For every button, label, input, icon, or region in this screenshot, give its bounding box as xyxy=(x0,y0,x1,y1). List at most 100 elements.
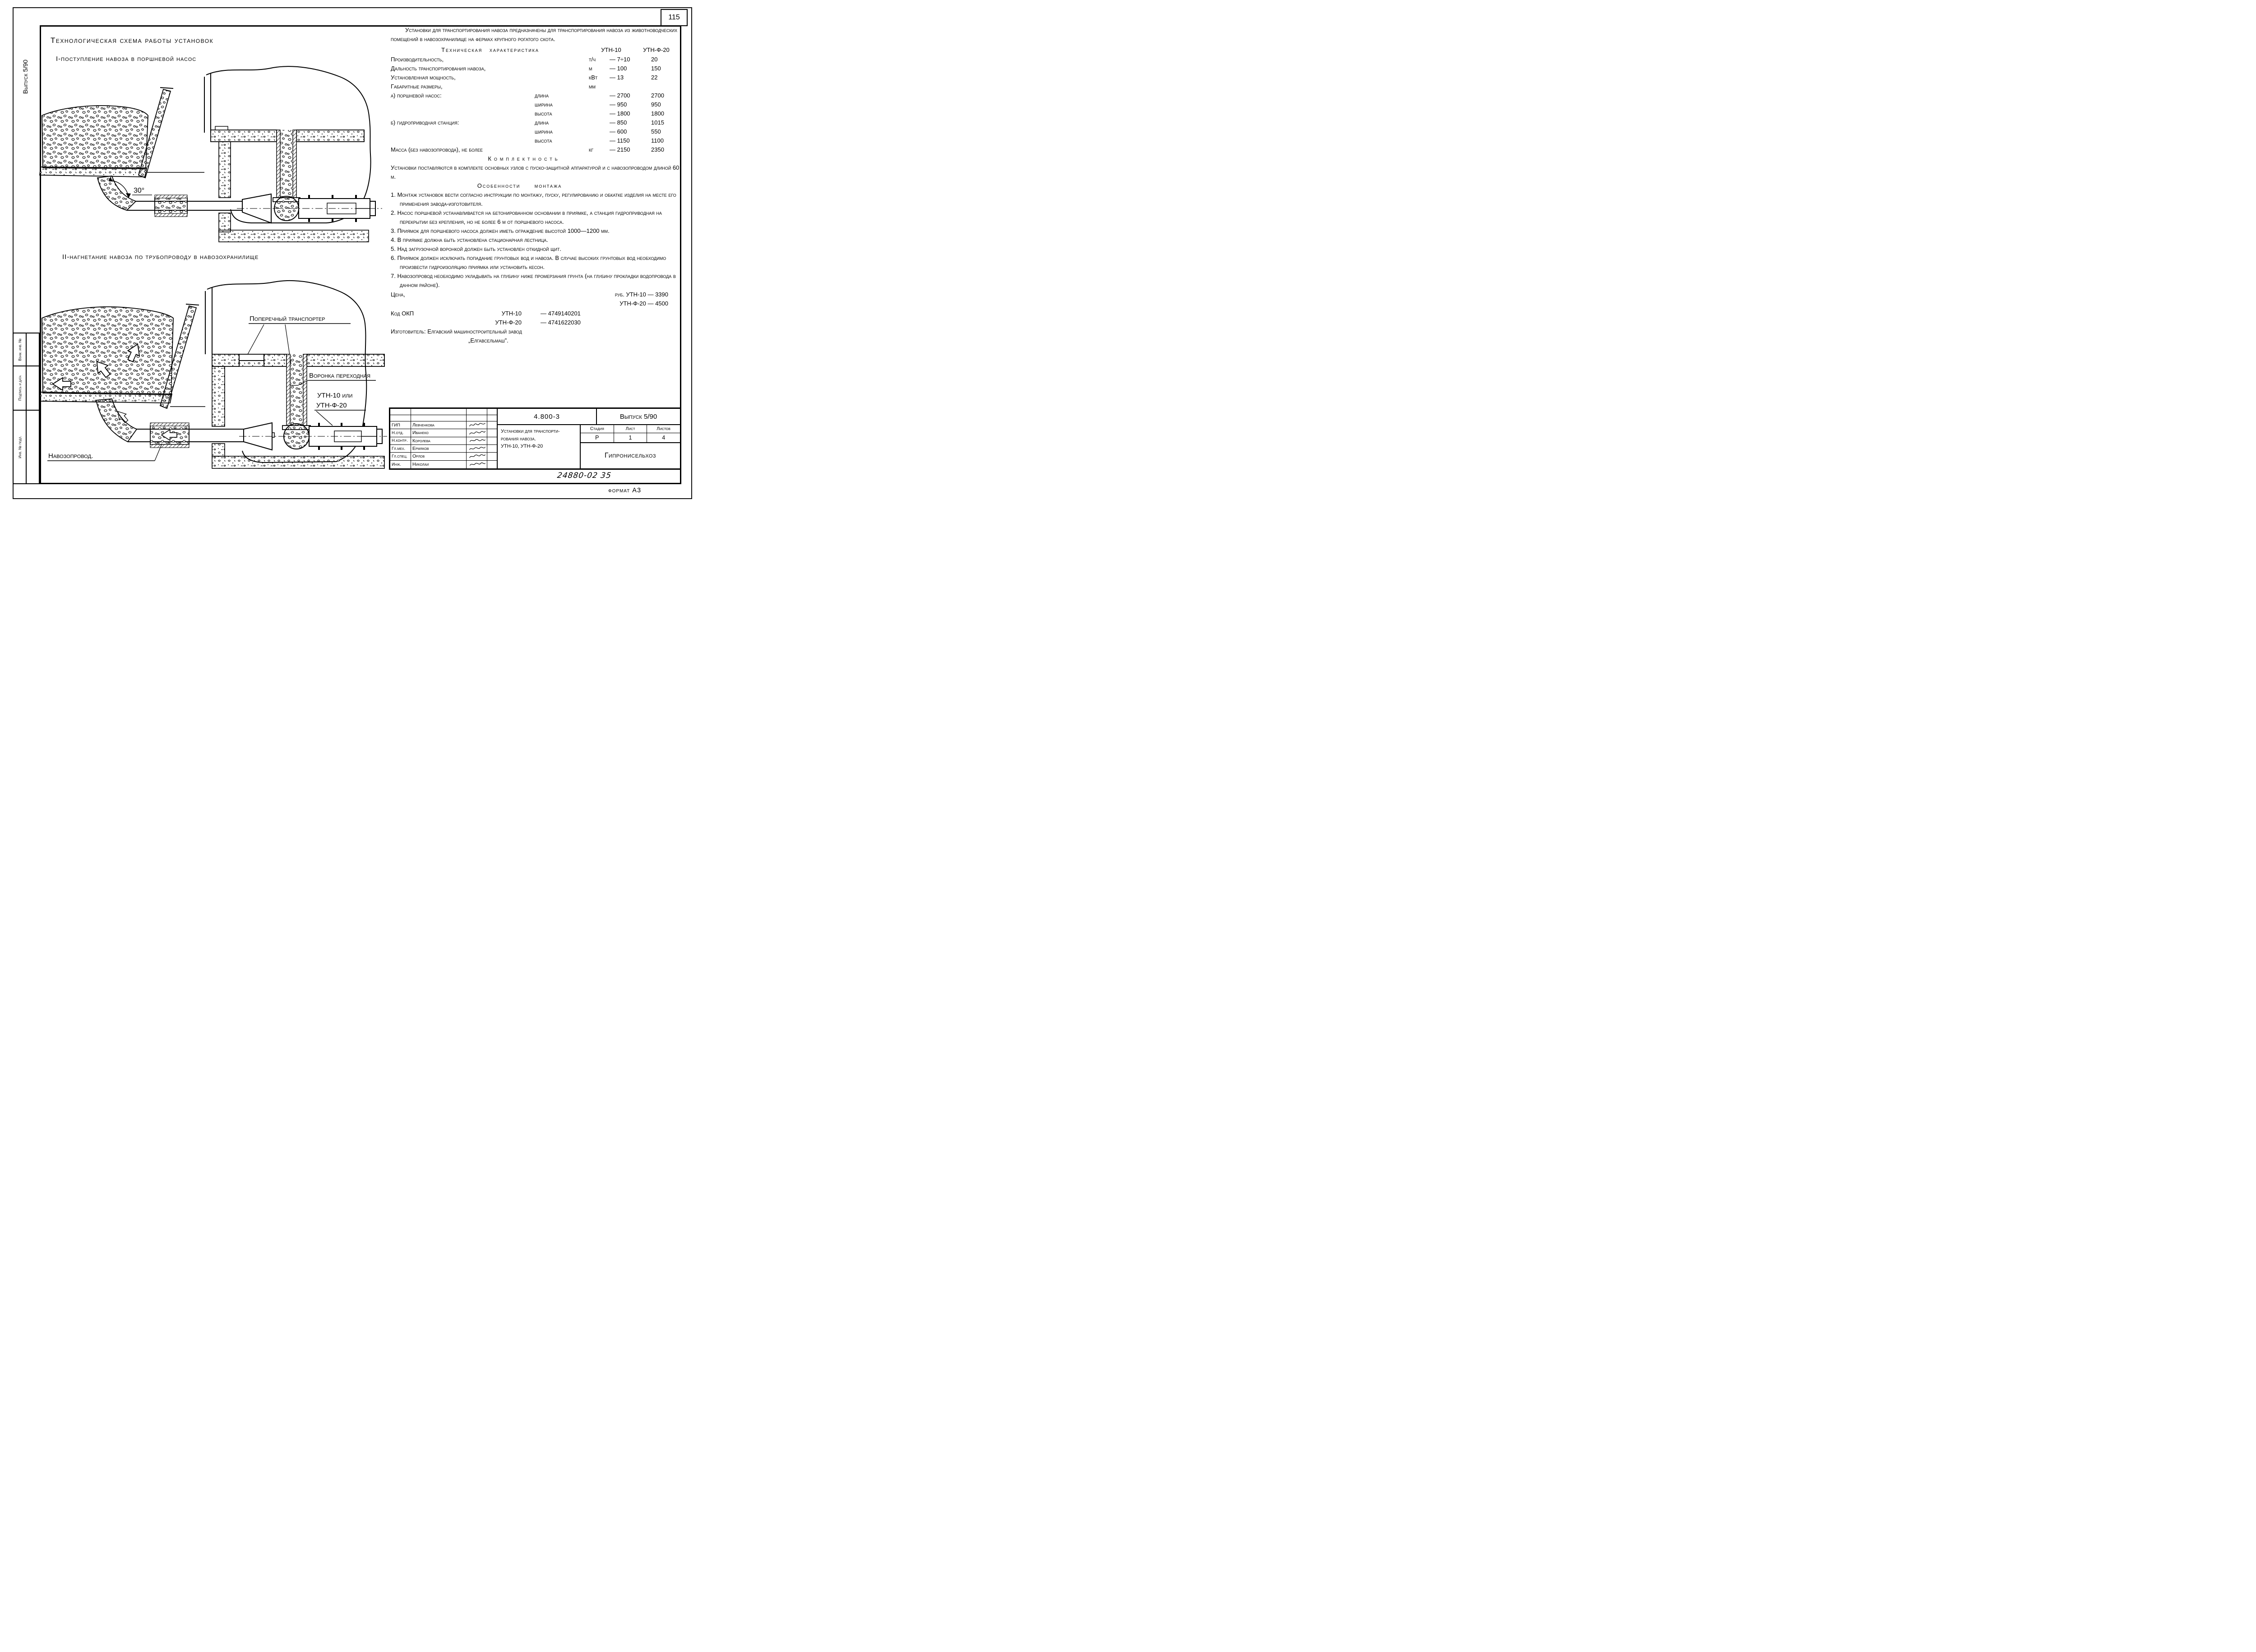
signature-cell xyxy=(467,429,487,437)
ceiling-slab xyxy=(306,354,385,367)
stage-value: Р xyxy=(581,433,614,442)
spec-value-utn10: — 7÷10 xyxy=(610,56,630,63)
okp-model: УТН-Ф-20 xyxy=(495,319,522,326)
funnel-wall xyxy=(286,354,291,426)
price-label: Цена, xyxy=(391,291,405,298)
spec-name xyxy=(391,136,535,145)
angle-arrowhead xyxy=(109,176,112,181)
empty-cell xyxy=(467,415,487,421)
inclined-pipe-section xyxy=(97,176,137,211)
signature-table: ГИП Левченкова Н.отд. Иванеко Н.контр. К… xyxy=(390,409,498,468)
okp-row: УТН-10— 4749140201 xyxy=(458,309,581,318)
spec-name: Масса (без навозопровода), не более xyxy=(391,146,483,153)
spec-unit xyxy=(589,91,610,100)
funnel-contents xyxy=(280,130,293,198)
spec-value-utnf20 xyxy=(651,82,680,91)
organization-name: Гипронисельхоз xyxy=(604,452,656,459)
empty-cell xyxy=(487,429,497,437)
empty-cell xyxy=(411,409,467,415)
spec-unit xyxy=(589,100,610,109)
manufacturer-line1: Изготовитель: Елгавский машиностроительн… xyxy=(391,328,522,335)
okp-model: УТН-10 xyxy=(501,310,522,317)
stage-value-row: Р 1 4 xyxy=(581,433,680,443)
spec-sub xyxy=(535,73,589,82)
transporter-leader xyxy=(247,324,264,355)
heap-base-slab xyxy=(39,392,173,403)
drawing-title-line2: рования навоза. xyxy=(501,436,536,442)
funnel-wall xyxy=(276,130,281,198)
spec-unit xyxy=(589,118,610,127)
inclined-plank xyxy=(138,88,171,179)
pump-model-label-line1: УТН-10 или xyxy=(317,392,352,399)
stamp-label-podpis: Подпись и дата xyxy=(17,375,22,401)
stamp-cell: Подпись и дата xyxy=(14,366,27,410)
spec-sub: длина xyxy=(535,92,549,99)
drawing-title-line1: Установки для транспорти- xyxy=(501,429,560,434)
signature-name: Иванеко xyxy=(411,429,467,437)
spec-value-utn10: — 850 xyxy=(610,119,627,126)
stamp-cell: Инв. № подл. xyxy=(14,411,27,483)
price-utn10: руб. УТН-10 — 3390 xyxy=(615,291,668,298)
plank-cap xyxy=(185,304,199,305)
funnel-label: Воронка переходная xyxy=(309,372,370,379)
inclined-plank xyxy=(159,305,197,409)
pipe-anchor-hatch xyxy=(154,194,188,199)
pit-floor xyxy=(218,230,369,242)
spec-name: Дальность транспортирования навоза, xyxy=(391,65,486,72)
pit-wall xyxy=(212,443,225,457)
drawing-frame xyxy=(40,25,681,484)
spec-value-utn10: — 1800 xyxy=(610,110,630,117)
funnel-wall xyxy=(292,130,297,198)
trim-line-bottom xyxy=(13,498,692,499)
signature-scribble xyxy=(469,439,485,442)
manufacturer-line2: „Елгавсельмаш”. xyxy=(468,337,509,344)
installation-item: 7. Навозопровод необходимо укладывать на… xyxy=(391,273,676,288)
spec-sub: ширина xyxy=(535,101,553,108)
signature-role: Инж. xyxy=(390,460,411,468)
pit-floor xyxy=(212,456,385,469)
handwritten-doc-number: 24880-02 35 xyxy=(556,471,612,480)
sheet-number: 115 xyxy=(668,14,680,21)
signature-name: Николаи xyxy=(411,460,467,468)
flow-arrow xyxy=(127,343,140,362)
installation-item: 1. Монтаж установок вести согласно инстр… xyxy=(391,191,676,207)
installation-item: 6. Приямок должен исключать попадание гр… xyxy=(391,255,666,270)
empty-cell xyxy=(487,445,497,453)
heap-base-slab xyxy=(39,167,148,177)
installation-item: 5. Над загрузочной воронкой должен быть … xyxy=(391,245,562,252)
spec-value-utnf20: 1100 xyxy=(651,137,664,144)
empty-cell xyxy=(487,415,497,421)
pit-wall xyxy=(212,366,225,427)
pipe-label-leader xyxy=(154,443,162,461)
okp-code: — 4741622030 xyxy=(541,319,581,326)
spec-value-utn10: — 950 xyxy=(610,101,627,108)
ceiling-slab xyxy=(212,354,240,367)
spec-value-utn10: — 2150 xyxy=(610,146,630,153)
transporter-label: Поперечный транспортер xyxy=(250,315,325,323)
flow-arrow xyxy=(52,377,71,391)
price-utnf20: УТН-Ф-20 — 4500 xyxy=(619,300,668,307)
sheet-value: 1 xyxy=(614,433,647,442)
stamp-label-inv: Инв. № подл. xyxy=(17,435,22,458)
pit-wall xyxy=(218,213,231,232)
storage-heap xyxy=(42,306,174,395)
okp-rows: УТН-10— 4749140201 УТН-Ф-20 — 4741622030 xyxy=(458,309,581,327)
signature-name: Орлов xyxy=(411,453,467,461)
manufacturer-section: Изготовитель: Елгавский машиностроительн… xyxy=(391,327,680,345)
signature-role: Гл.спец. xyxy=(390,453,411,461)
sheets-value: 4 xyxy=(662,435,666,441)
price-values: руб. УТН-10 — 3390 УТН-Ф-20 — 4500 xyxy=(531,290,680,308)
spec-value-utnf20: 550 xyxy=(651,128,661,135)
pump-model-label-line2: УТН-Ф-20 xyxy=(316,402,347,409)
spec-name: б) гидроприводная станция: xyxy=(391,119,459,126)
spec-sub xyxy=(535,55,589,64)
format-note: формат А3 xyxy=(608,487,642,494)
stage-header: Стадия xyxy=(581,425,614,433)
stamp-label-vzam: Взам. инв. № xyxy=(17,338,22,361)
empty-cell xyxy=(390,409,411,415)
signature-cell xyxy=(467,460,487,468)
